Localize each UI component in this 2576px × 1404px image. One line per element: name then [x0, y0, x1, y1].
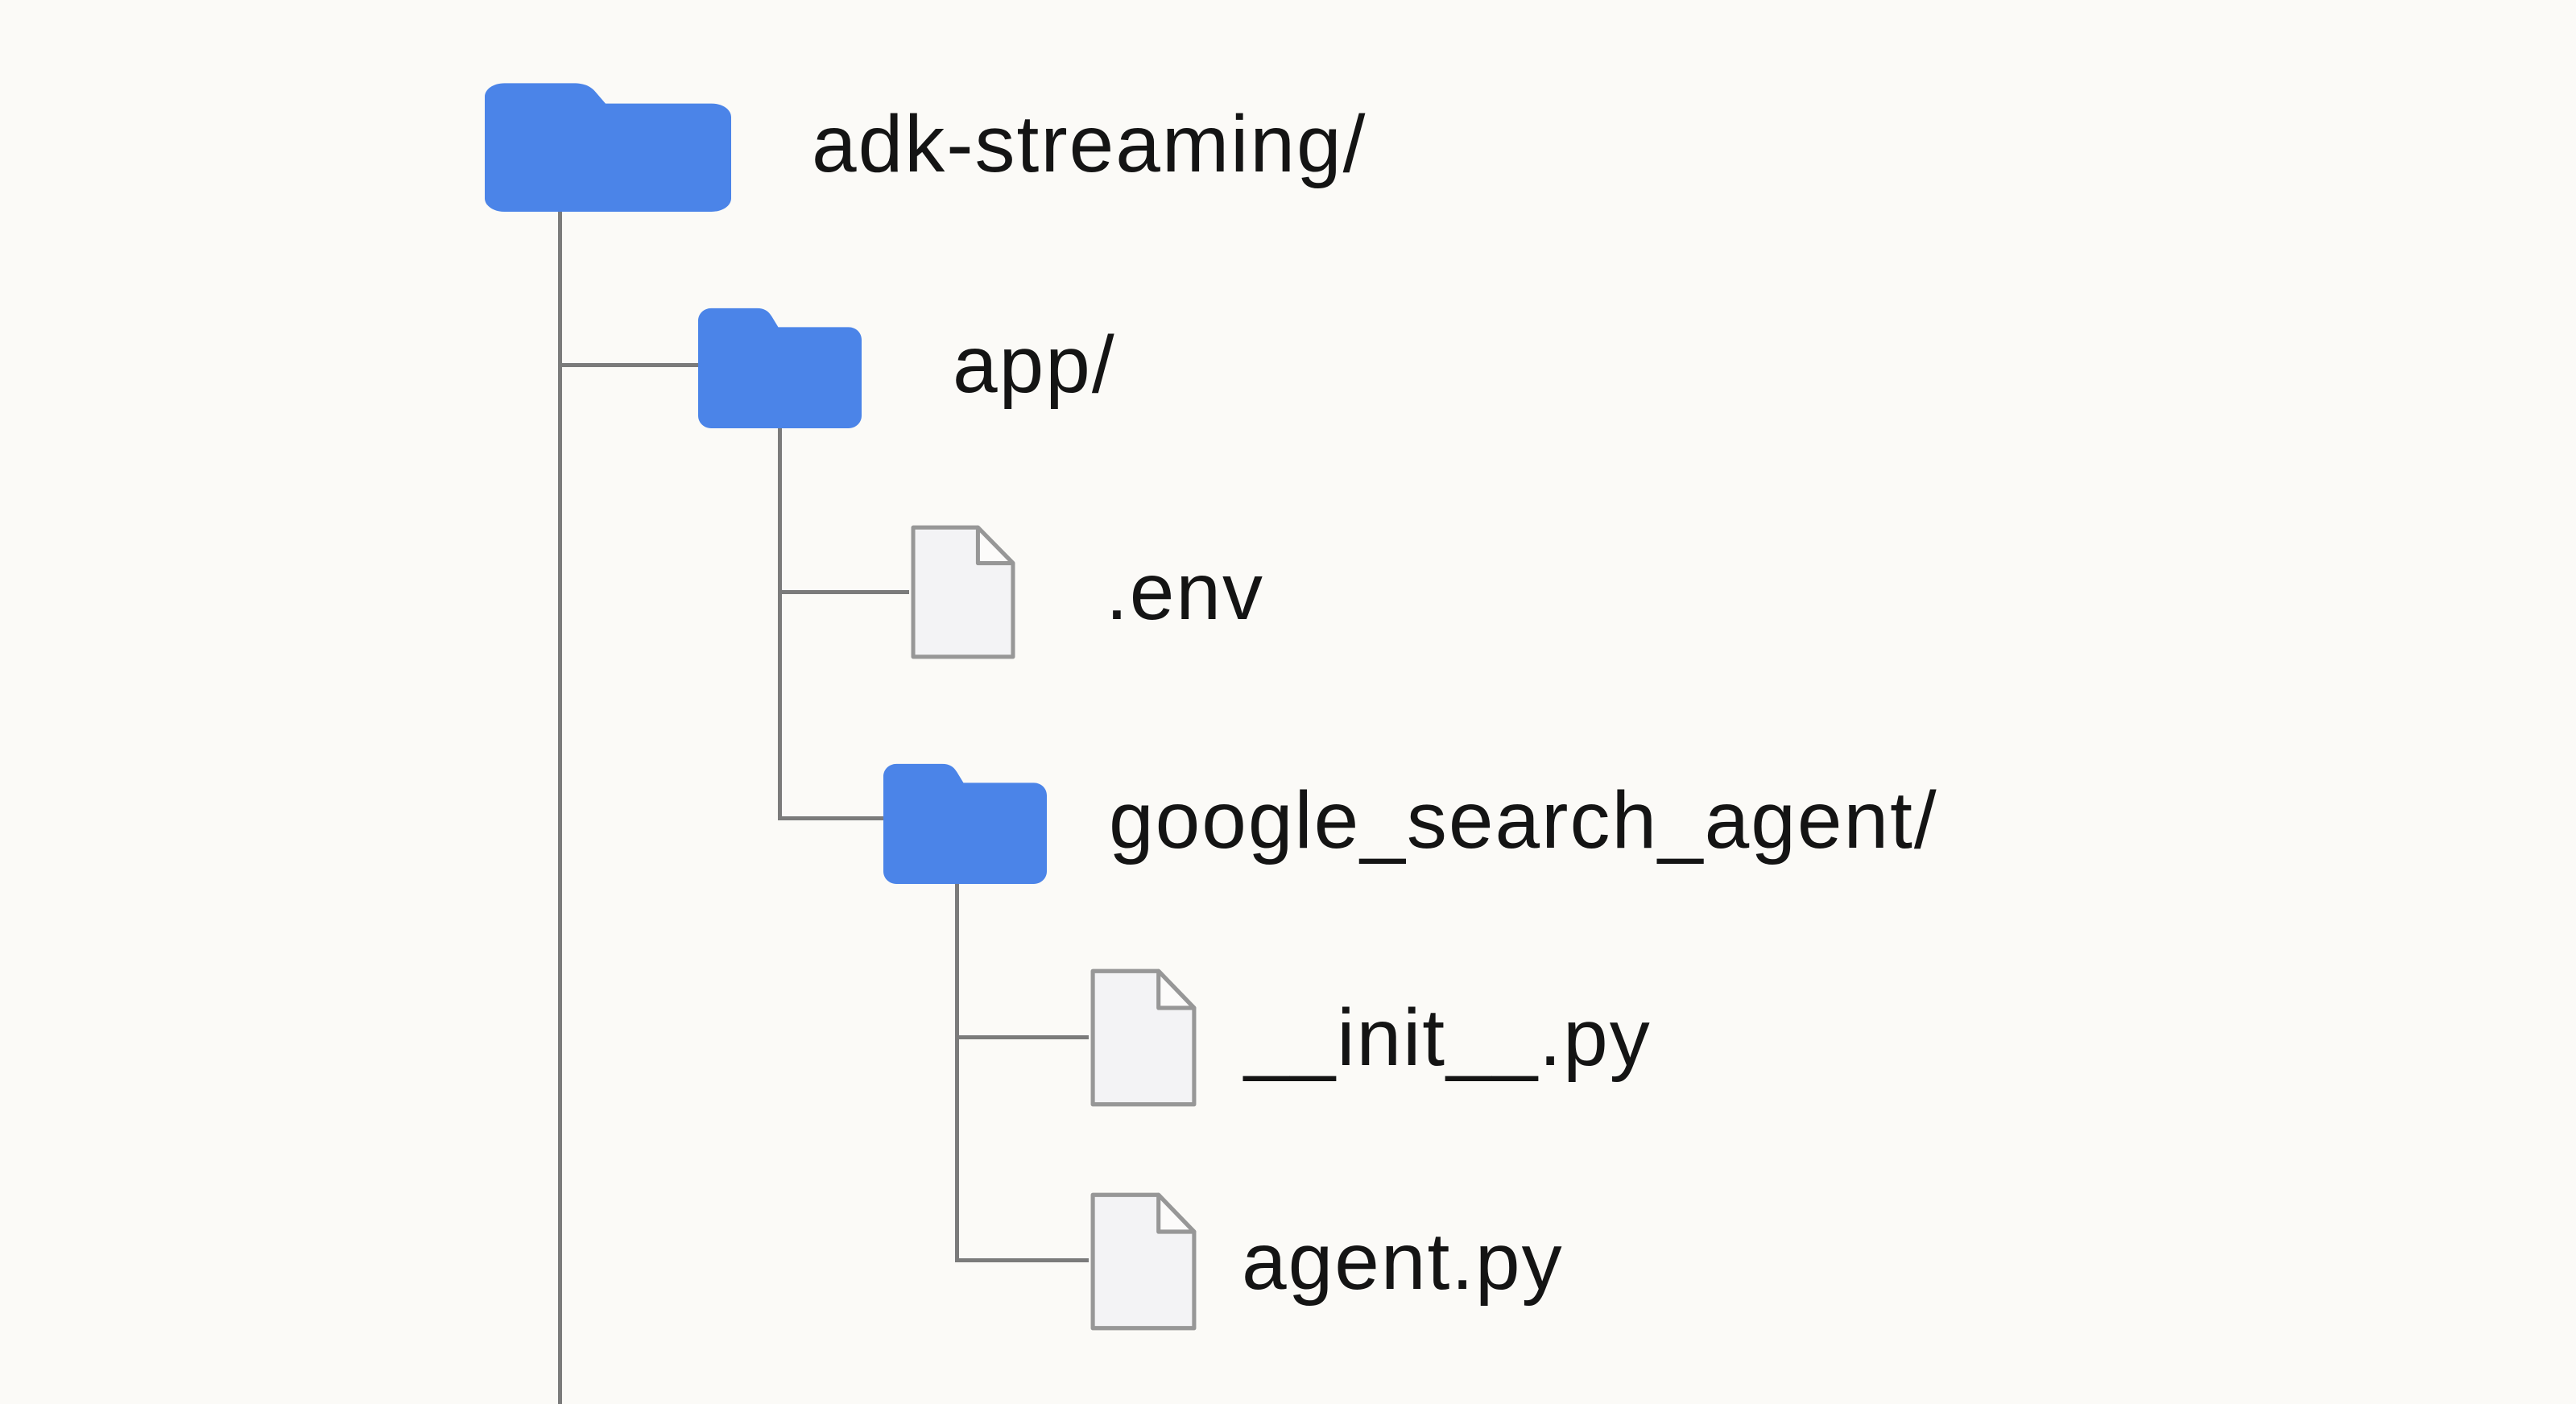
- tree-node-label: adk-streaming/: [812, 99, 1367, 189]
- tree-connector-init-py: [957, 1035, 1089, 1039]
- folder-icon: [485, 83, 731, 212]
- folder-icon: [698, 308, 862, 428]
- tree-connector-env: [779, 590, 909, 594]
- tree-trunk-root: [558, 208, 562, 1404]
- file-icon: [1090, 1192, 1197, 1331]
- tree-connector-agent-py: [957, 1258, 1089, 1262]
- folder-icon: [883, 763, 1047, 884]
- tree-connector-app: [560, 363, 698, 367]
- file-icon: [1090, 968, 1197, 1107]
- tree-connector-google-search-agent: [779, 816, 883, 820]
- tree-trunk-google-search-agent: [955, 882, 959, 1262]
- tree-node-label: google_search_agent/: [1109, 775, 1938, 865]
- tree-node-label: __init__.py: [1244, 993, 1652, 1083]
- tree-trunk-app: [778, 426, 782, 820]
- tree-node-label: app/: [953, 320, 1116, 410]
- tree-node-label: agent.py: [1242, 1216, 1564, 1307]
- file-icon: [911, 525, 1015, 659]
- tree-node-label: .env: [1106, 547, 1265, 637]
